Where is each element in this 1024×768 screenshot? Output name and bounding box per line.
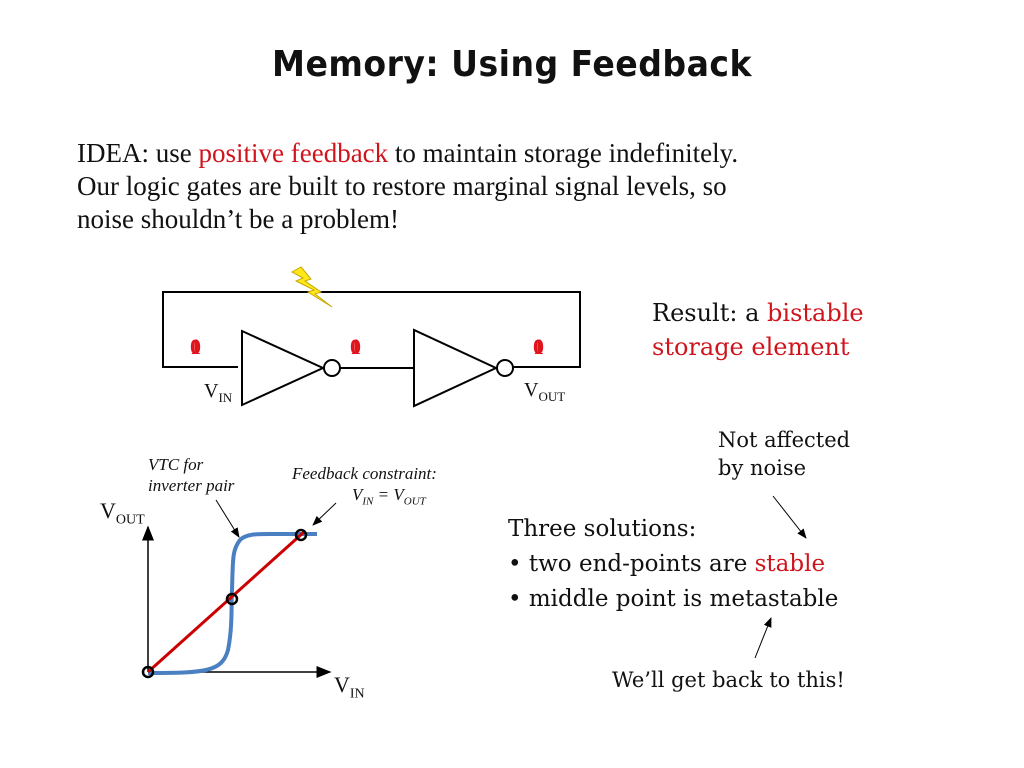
noise-arrow xyxy=(772,495,807,539)
eq-sub1: IN xyxy=(362,495,374,508)
bit-glyph: 0 xyxy=(350,334,361,359)
inverter-2 xyxy=(413,328,499,408)
noise-note-line2: by noise xyxy=(718,456,807,480)
noise-note: Not affected by noise xyxy=(718,426,850,482)
constraint-arrow xyxy=(312,502,337,526)
result-prefix: Result: a xyxy=(652,299,768,327)
x-axis-label: VIN xyxy=(334,672,365,702)
idea-prefix: IDEA: use xyxy=(77,138,199,168)
feedback-wire xyxy=(162,291,581,368)
bit-glyph: 0 xyxy=(190,334,201,359)
solutions-list: Three solutions: • two end-points are st… xyxy=(508,512,838,617)
slide-title: Memory: Using Feedback xyxy=(272,44,752,85)
inverter-1-bubble xyxy=(323,359,341,377)
solution-point-low xyxy=(141,665,155,679)
bit-glyph: 1 xyxy=(190,334,201,359)
solution-bullet-1-highlight: stable xyxy=(754,551,826,577)
lightning-bolt-icon xyxy=(290,266,333,308)
bit-glyph: 1 xyxy=(533,334,544,359)
y-axis-v: V xyxy=(100,498,116,523)
vout-v: V xyxy=(524,379,539,401)
y-axis-sub: OUT xyxy=(115,512,145,528)
idea-highlight: positive feedback xyxy=(198,138,389,168)
idea-suffix: to maintain storage indefinitely. xyxy=(388,138,739,168)
vin-label: VIN xyxy=(204,380,232,406)
vout-label: VOUT xyxy=(524,379,565,405)
vin-v: V xyxy=(204,380,219,402)
constraint-annotation: Feedback constraint: VIN = VOUT xyxy=(292,463,437,512)
bit-glyph: 1 xyxy=(350,334,361,359)
solution-point-mid xyxy=(225,592,239,606)
vtc-annotation-line2: inverter pair xyxy=(148,476,235,495)
vtc-curve xyxy=(147,532,317,675)
eq-sub2: OUT xyxy=(403,495,426,508)
solution-bullet-2: • middle point is metastable xyxy=(508,586,839,612)
result-text: Result: a bistable storage element xyxy=(652,296,864,364)
result-line2: storage element xyxy=(652,333,850,361)
bit-glyph: 0 xyxy=(533,334,544,359)
inverter-1 xyxy=(241,329,326,407)
inverter-2-bubble xyxy=(496,359,514,377)
metastable-arrow xyxy=(754,617,772,659)
vtc-annotation: VTC for inverter pair xyxy=(148,454,234,496)
constraint-eq: VIN = VOUT xyxy=(352,485,426,508)
idea-line2: Our logic gates are built to restore mar… xyxy=(77,171,727,201)
solutions-heading: Three solutions: xyxy=(508,516,697,542)
vtc-annotation-line1: VTC for xyxy=(148,455,204,474)
idea-line3: noise shouldn’t be a problem! xyxy=(77,204,399,234)
eq-v1: V xyxy=(352,485,363,504)
metastable-note: We’ll get back to this! xyxy=(612,668,845,692)
feedback-constraint-line xyxy=(146,530,306,674)
y-axis-label: VOUT xyxy=(100,498,145,528)
constraint-line1: Feedback constraint: xyxy=(292,464,437,483)
x-axis-v: V xyxy=(334,672,350,697)
vout-sub: OUT xyxy=(538,389,566,404)
vin-sub: IN xyxy=(218,390,233,405)
result-highlight: bistable xyxy=(767,299,864,327)
idea-paragraph: IDEA: use positive feedback to maintain … xyxy=(77,137,957,236)
noise-note-line1: Not affected xyxy=(718,428,851,452)
solution-bullet-1: • two end-points are xyxy=(508,551,755,577)
solution-point-high xyxy=(294,528,308,542)
x-axis-sub: IN xyxy=(349,686,365,702)
eq-mid: = V xyxy=(373,485,404,504)
vtc-arrow xyxy=(215,499,240,538)
